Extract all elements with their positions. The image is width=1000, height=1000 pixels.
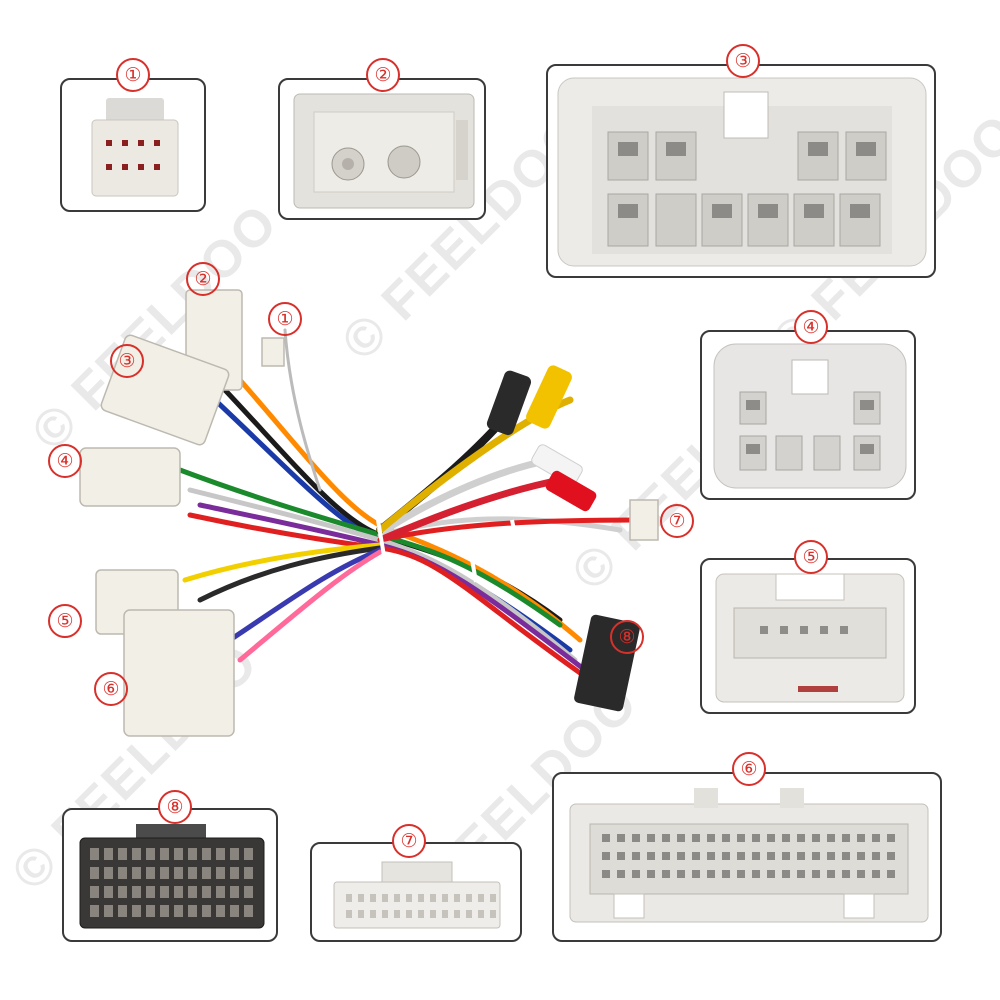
connector-2-image	[293, 93, 475, 209]
connector-5-panel	[700, 558, 916, 714]
connector-7-panel	[310, 842, 522, 942]
connector-1-panel	[60, 78, 206, 212]
connector-1-image	[91, 98, 179, 197]
connector-3-label: ③	[726, 44, 760, 78]
connector-4-panel	[700, 330, 916, 500]
connector-8-label: ⑧	[158, 790, 192, 824]
harness-label-7: ⑦	[660, 504, 694, 538]
connector-3-image	[557, 77, 927, 267]
connector-8-panel	[62, 808, 278, 942]
harness-label-1: ①	[268, 302, 302, 336]
connector-4-label: ④	[794, 310, 828, 344]
connector-2-label: ②	[366, 58, 400, 92]
harness-label-2: ②	[186, 262, 220, 296]
connector-4-image	[713, 343, 907, 489]
connector-5-label: ⑤	[794, 540, 828, 574]
harness-label-8: ⑧	[610, 620, 644, 654]
connector-8-image	[79, 824, 265, 929]
connector-3-panel	[546, 64, 936, 278]
connector-6-panel	[552, 772, 942, 942]
connector-2-panel	[278, 78, 486, 220]
connector-7-image	[333, 861, 501, 929]
harness-label-3: ③	[110, 344, 144, 378]
connector-7-label: ⑦	[392, 824, 426, 858]
connector-6-label: ⑥	[732, 752, 766, 786]
connector-5-image	[715, 573, 905, 703]
harness-label-6: ⑥	[94, 672, 128, 706]
harness-label-4: ④	[48, 444, 82, 478]
harness-label-5: ⑤	[48, 604, 82, 638]
connector-1-label: ①	[116, 58, 150, 92]
connector-6-image	[569, 788, 929, 923]
